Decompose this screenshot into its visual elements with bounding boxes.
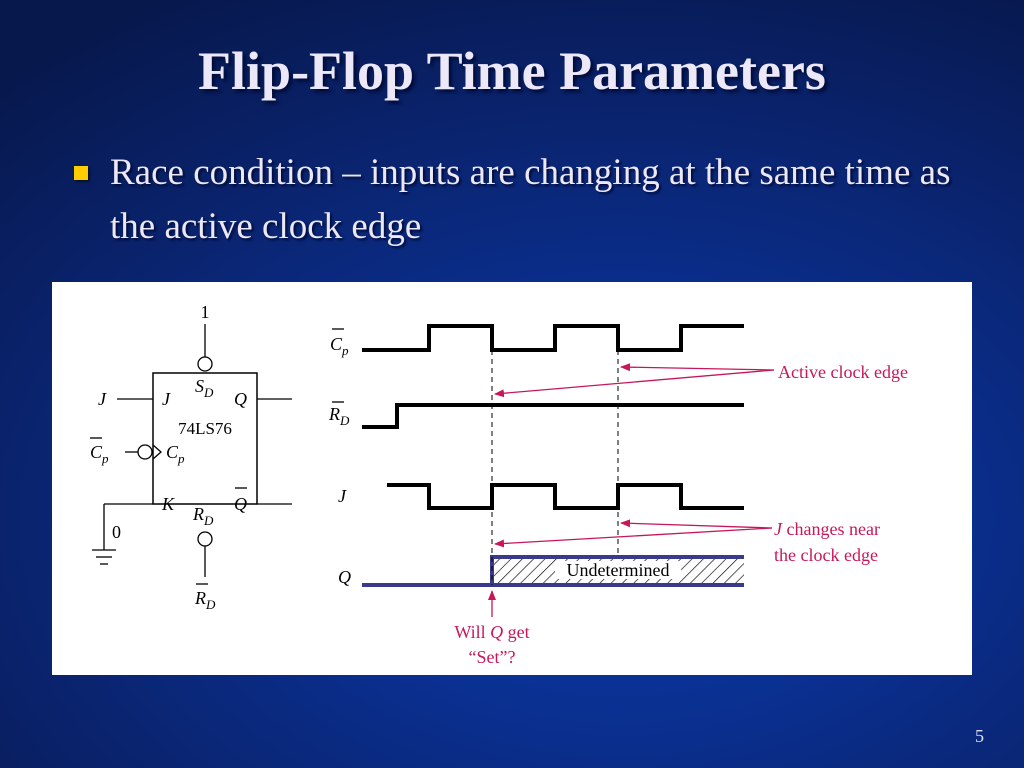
pin-j-label: J [162,389,171,409]
cp-inversion-bubble [137,444,153,460]
signal-rd-label: RD [328,404,350,428]
slide-title: Flip-Flop Time Parameters [198,41,826,101]
pin-cp-label: Cp [166,442,185,466]
bullet-square-icon [74,166,88,180]
signal-j-label: J [338,486,347,506]
pin-rd-label: RD [192,504,214,528]
external-j-label: J [98,389,107,409]
undetermined-label-bg [555,561,681,579]
external-cp-label: Cp [90,442,109,466]
arrow-j-changes-1 [494,527,773,548]
annotation-j-changes-line2: the clock edge [774,545,878,565]
waveform-rd [362,403,744,429]
flip-flop-schematic: 1 SD J J Q 74LS76 Cp Cp K 0 [90,302,292,612]
annotation-active-clock-edge: Active clock edge [778,362,908,382]
chip-body [152,372,258,505]
signal-cp-label: Cp [330,334,349,358]
external-rd-label: RD [194,588,216,612]
pin-qbar-label: Q [234,494,247,514]
annotation-j-changes: J changes near [774,519,880,539]
chip-label: 74LS76 [178,419,232,438]
arrow-active-edge-2 [620,363,775,372]
sd-inversion-bubble [197,356,213,372]
arrow-j-changes-2 [620,519,773,529]
timing-diagram-svg: 1 SD J J Q 74LS76 Cp Cp K 0 [90,302,908,667]
timing-figure: 1 SD J J Q 74LS76 Cp Cp K 0 [52,282,972,675]
timing-waveforms: Cp RD J Q Undetermined [328,324,744,587]
set-input-value: 1 [201,302,210,322]
k-input-value: 0 [112,522,121,542]
annotations: Active clock edge J changes near the clo… [454,362,908,667]
pin-q-label: Q [234,389,247,409]
pin-k-label: K [161,494,175,514]
slide-number: 5 [975,726,984,746]
bullet-text: Race condition – inputs are changing at … [110,152,951,247]
clock-triangle [152,444,162,460]
bullet-item: Race condition – inputs are changing at … [68,146,968,254]
arrow-active-edge-1 [494,369,775,398]
annotation-will-q: Will Q get [454,622,529,642]
pin-sd-label: SD [195,376,214,400]
waveform-cp [362,324,744,352]
signal-q-label: Q [338,567,351,587]
rd-inversion-bubble [197,531,213,547]
annotation-will-q-line2: “Set”? [469,647,516,667]
undetermined-label: Undetermined [567,560,670,580]
ground-icon [92,549,116,565]
waveform-j [387,483,744,510]
